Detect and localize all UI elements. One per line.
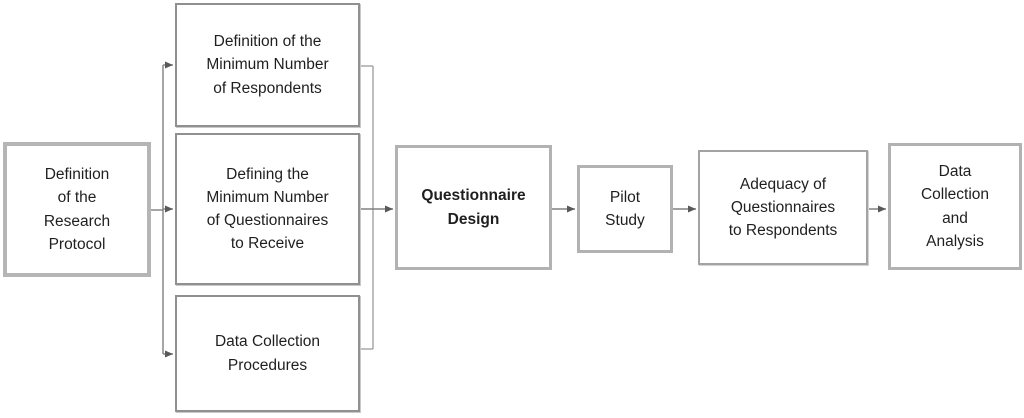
node-data-collection-analysis: Data Collection and Analysis (888, 143, 1022, 270)
node-adequacy-questionnaires: Adequacy of Questionnaires to Respondent… (698, 150, 868, 265)
node-minimum-questionnaires: Defining the Minimum Number of Questionn… (175, 133, 360, 285)
node-minimum-respondents: Definition of the Minimum Number of Resp… (175, 3, 360, 127)
node-data-collection-procedures-label: Data Collection Procedures (214, 333, 321, 374)
node-questionnaire-design: Questionnaire Design (395, 145, 552, 270)
node-pilot-study-label: Pilot Study (605, 188, 645, 229)
node-adequacy-questionnaires-label: Adequacy of Questionnaires to Respondent… (728, 175, 838, 240)
node-research-protocol-label: Definition of the Research Protocol (43, 166, 111, 253)
node-minimum-respondents-label: Definition of the Minimum Number of Resp… (206, 33, 329, 97)
node-data-collection-analysis-label: Data Collection and Analysis (920, 163, 990, 250)
node-research-protocol: Definition of the Research Protocol (3, 142, 151, 277)
node-pilot-study: Pilot Study (577, 165, 673, 253)
node-minimum-questionnaires-label: Defining the Minimum Number of Questionn… (206, 165, 329, 253)
node-questionnaire-design-label: Questionnaire Design (421, 187, 526, 228)
node-data-collection-procedures: Data Collection Procedures (175, 295, 360, 412)
